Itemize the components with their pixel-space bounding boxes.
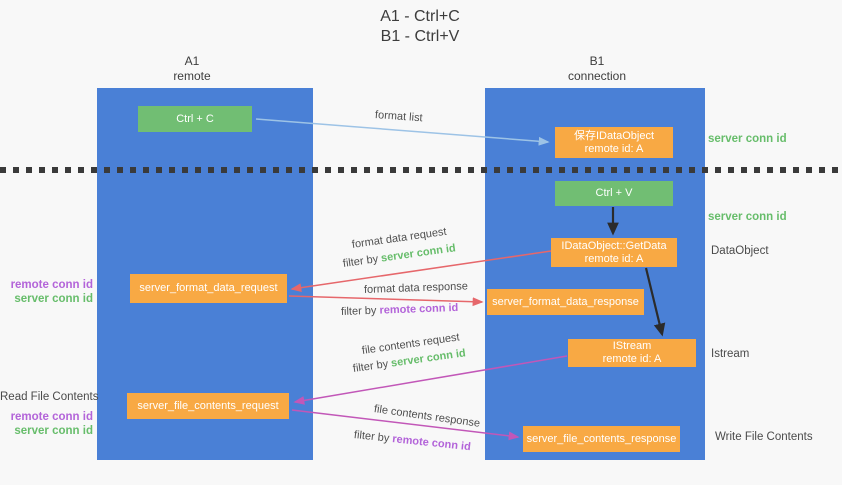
- server-file-contents-request-label: server_file_contents_request: [137, 399, 279, 412]
- label-format-list: format list: [374, 109, 423, 125]
- save-dataobject-box: 保存IDataObject remote id: A: [555, 127, 673, 158]
- server-format-data-response-box: server_format_data_response: [487, 289, 644, 315]
- istream-box: IStream remote id: A: [568, 339, 696, 367]
- remote-conn-id-text: remote conn id: [379, 301, 459, 317]
- column-a1-id: A1: [184, 54, 200, 68]
- right-server-conn-id-1: server conn id: [708, 133, 787, 145]
- ctrl-c-box: Ctrl + C: [138, 106, 252, 132]
- left-server-conn-id-2: server conn id: [14, 425, 93, 437]
- right-server-conn-id-2: server conn id: [708, 211, 787, 223]
- filter-by-text: filter by: [342, 252, 382, 270]
- label-format-data-response: format data response: [363, 280, 469, 296]
- server-conn-id-text: server conn id: [380, 242, 457, 265]
- save-dataobject-line2: remote id: A: [584, 142, 644, 155]
- ctrl-v-box: Ctrl + V: [555, 181, 673, 206]
- title-line-ctrl-v: B1 - Ctrl+V: [380, 28, 460, 45]
- right-istream-label: Istream: [711, 348, 750, 360]
- right-write-file-contents-label: Write File Contents: [715, 431, 813, 443]
- dashed-divider-line: [0, 167, 842, 173]
- filter-by-text: filter by: [353, 429, 393, 445]
- getdata-line1: IDataObject::GetData: [561, 239, 667, 252]
- column-header-b1: B1 connection: [532, 54, 662, 84]
- title-line-ctrl-c: A1 - Ctrl+C: [380, 8, 460, 25]
- diagram-title: A1 - Ctrl+C B1 - Ctrl+V: [320, 7, 520, 47]
- label-filter-by-remote-conn-id-1: filter by remote conn id: [341, 302, 459, 318]
- column-a1-role: remote: [173, 69, 211, 83]
- label-file-contents-response: file contents response: [373, 403, 481, 430]
- column-b1-role: connection: [567, 69, 627, 83]
- left-server-conn-id-1: server conn id: [14, 293, 93, 305]
- istream-line2: remote id: A: [602, 353, 662, 365]
- getdata-box: IDataObject::GetData remote id: A: [551, 238, 677, 267]
- left-remote-conn-id-1: remote conn id: [10, 279, 93, 291]
- getdata-line2: remote id: A: [584, 252, 644, 265]
- server-file-contents-response-label: server_file_contents_response: [526, 432, 677, 445]
- server-file-contents-request-box: server_file_contents_request: [127, 393, 289, 419]
- label-filter-by-remote-conn-id-2: filter by remote conn id: [353, 429, 471, 453]
- column-header-a1: A1 remote: [127, 54, 257, 84]
- remote-conn-id-text: remote conn id: [391, 433, 472, 454]
- server-format-data-response-label: server_format_data_response: [492, 295, 639, 308]
- save-dataobject-line1: 保存IDataObject: [573, 129, 655, 142]
- right-dataobject-label: DataObject: [711, 245, 769, 257]
- server-format-data-request-box: server_format_data_request: [130, 274, 287, 303]
- server-file-contents-response-box: server_file_contents_response: [523, 426, 680, 452]
- server-format-data-request-label: server_format_data_request: [139, 282, 278, 294]
- column-b1-id: B1: [589, 54, 605, 68]
- ctrl-c-label: Ctrl + C: [176, 112, 214, 125]
- filter-by-text: filter by: [352, 357, 392, 375]
- filter-by-text: filter by: [340, 304, 380, 318]
- left-remote-conn-id-2: remote conn id: [10, 411, 93, 423]
- ctrl-v-label: Ctrl + V: [595, 187, 633, 199]
- left-read-file-contents-label: Read File Contents: [0, 391, 99, 403]
- istream-line1: IStream: [612, 340, 652, 352]
